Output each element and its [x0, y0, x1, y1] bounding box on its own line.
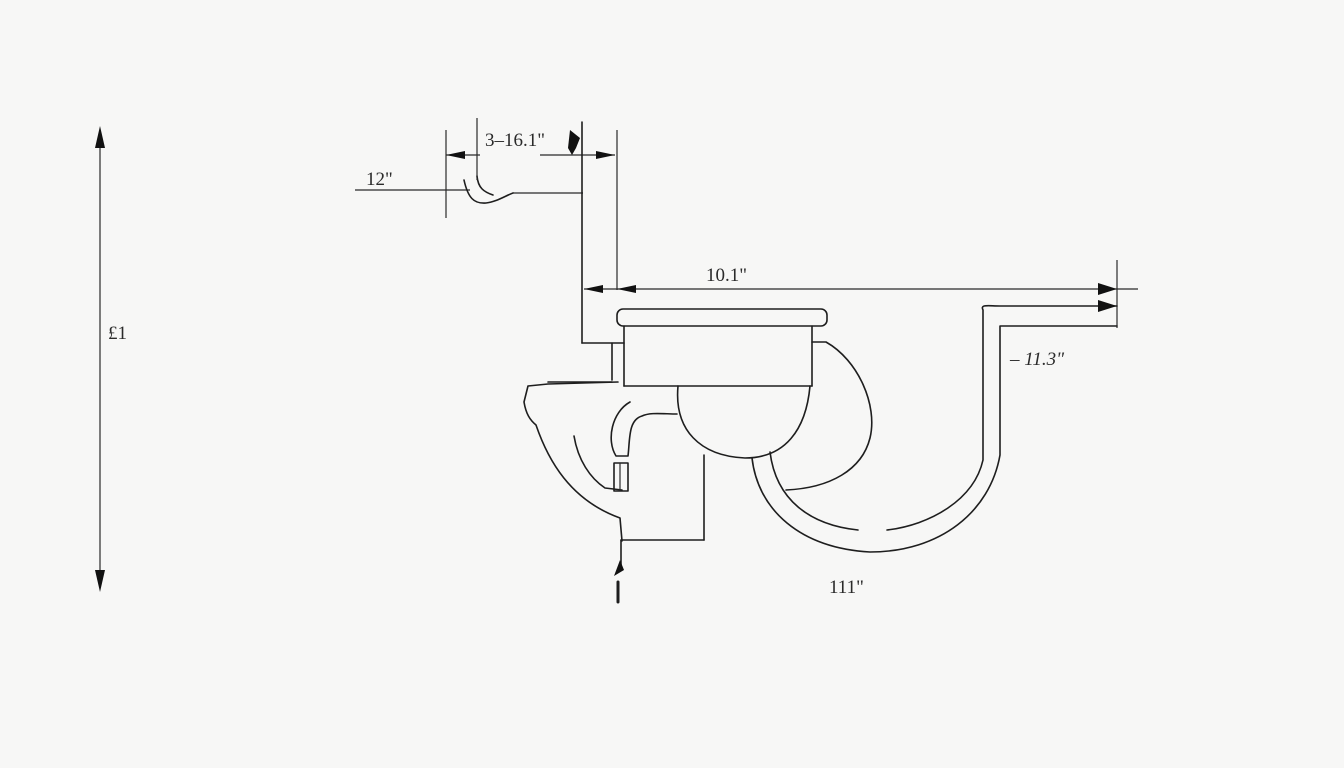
trap-pipe — [751, 300, 1118, 553]
wall-outline — [547, 121, 625, 383]
trap-height-label: – 11.3" — [1010, 349, 1065, 370]
top-span-dimension-line — [445, 118, 618, 290]
main-width-dimension-line — [584, 260, 1138, 328]
trap-bottom-label: 111" — [829, 577, 864, 598]
toilet-seat — [616, 308, 828, 387]
toilet-bowl — [676, 341, 873, 491]
toilet-base — [523, 381, 705, 604]
offset-12-label: 12" — [366, 169, 393, 190]
overall-height-dimension-line — [95, 126, 105, 592]
main-width-label: 10.1" — [706, 265, 748, 286]
top-span-label: 3–16.1" — [485, 130, 546, 151]
overall-height-label: ⁠£1 — [108, 323, 127, 344]
